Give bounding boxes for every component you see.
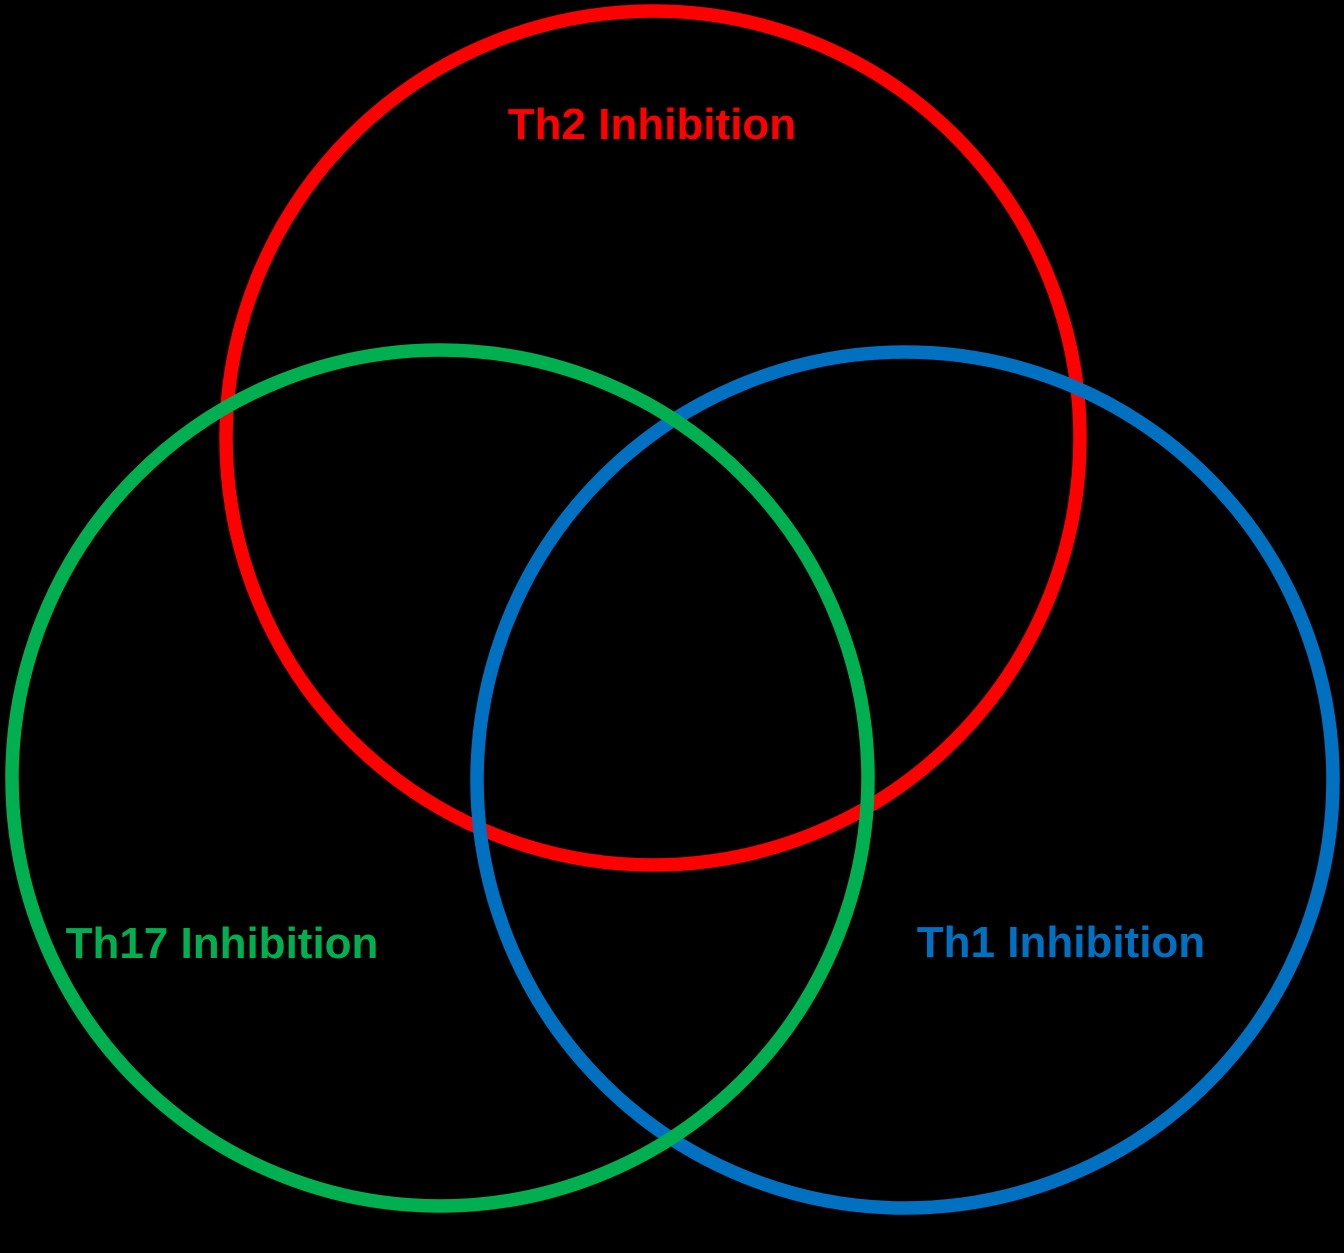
th17-label: Th17 Inhibition [66,919,379,968]
th1-circle [470,345,1340,1215]
th1-label: Th1 Inhibition [917,918,1205,967]
th17-circle [5,343,875,1213]
th2-label: Th2 Inhibition [508,100,796,149]
th2-circle [219,4,1087,872]
